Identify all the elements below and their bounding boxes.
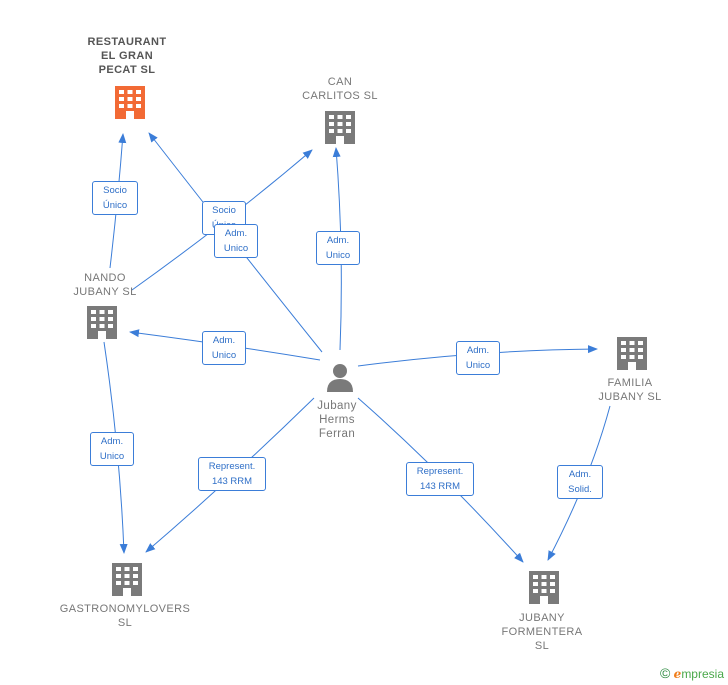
edge-label-person-gastronomy: Represent. 143 RRM (198, 457, 266, 491)
edge-label-person-restaurant: Adm. Unico (214, 224, 258, 258)
node-label-familia-jubany[interactable]: FAMILIA JUBANY SL (598, 377, 662, 403)
edge-label-nando-restaurant: Socio Único (92, 181, 138, 215)
copyright-icon: © (660, 665, 671, 681)
node-label-jubany-herms-ferran[interactable]: Jubany Herms Ferran (317, 400, 357, 440)
building-icon[interactable] (325, 111, 355, 144)
node-label-can-carlitos[interactable]: CAN CARLITOS SL (302, 76, 378, 102)
edge-label-person-nando: Adm. Unico (202, 331, 246, 365)
brand-name: mpresia (681, 667, 724, 681)
building-icon[interactable] (617, 337, 647, 370)
edge-label-familia-formentera: Adm. Solid. (557, 465, 603, 499)
edge-label-person-familia: Adm. Unico (456, 341, 500, 375)
brand-initial: e (673, 667, 682, 681)
building-icon[interactable] (112, 563, 142, 596)
building-icon[interactable] (87, 306, 117, 339)
edge-label-person-carlitos: Adm. Unico (316, 231, 360, 265)
node-label-jubany-formentera[interactable]: JUBANY FORMENTERA SL (501, 612, 583, 652)
node-label-nando-jubany[interactable]: NANDO JUBANY SL (73, 272, 137, 298)
edge-label-person-formentera: Represent. 143 RRM (406, 462, 474, 496)
edge-label-nando-gastronomy: Adm. Unico (90, 432, 134, 466)
building-icon[interactable] (115, 86, 145, 119)
empresia-brand[interactable]: © empresia (660, 665, 724, 681)
node-label-restaurant-el-gran-pecat[interactable]: RESTAURANT EL GRAN PECAT SL (87, 36, 167, 76)
building-icon[interactable] (529, 571, 559, 604)
node-label-gastronomylovers[interactable]: GASTRONOMYLOVERS SL (59, 603, 191, 629)
person-icon[interactable] (327, 364, 353, 392)
